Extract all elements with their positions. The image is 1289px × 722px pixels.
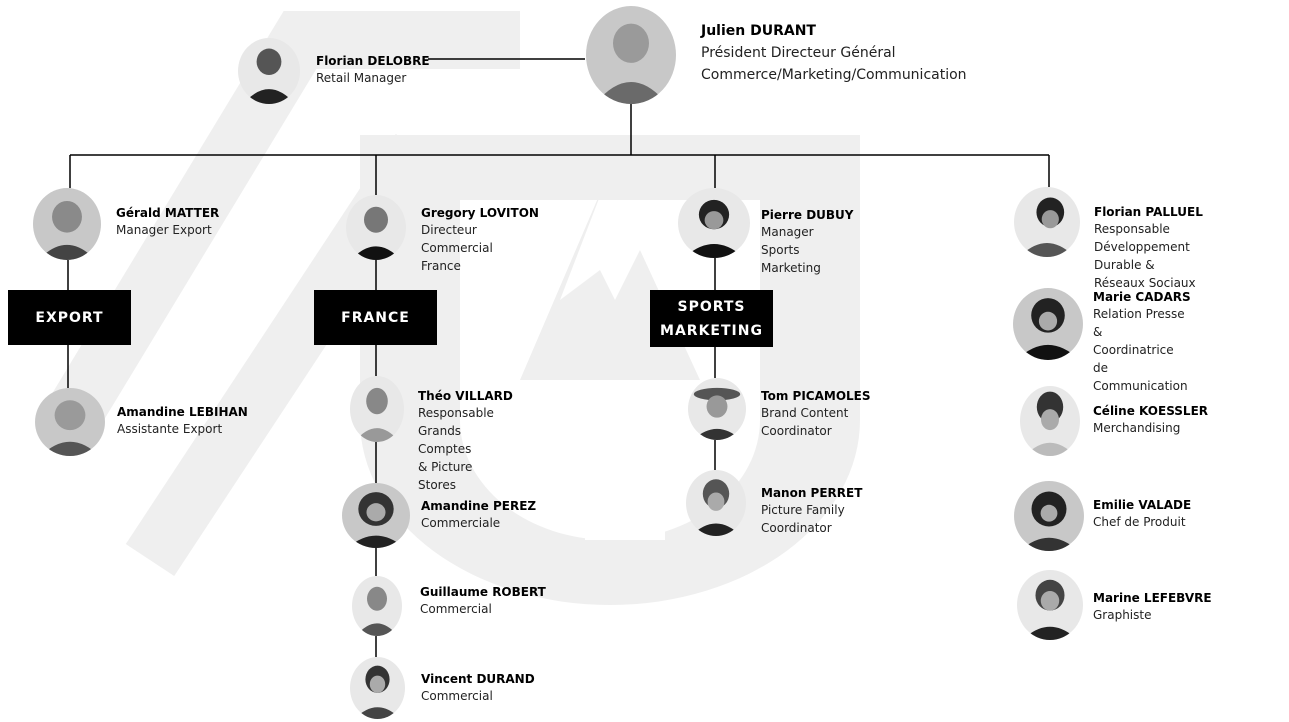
person-role: Merchandising [1093, 421, 1181, 435]
avatar [1013, 288, 1083, 360]
avatar [1017, 570, 1083, 640]
person-role: Manager Sports Marketing [761, 225, 821, 275]
person-role: Assistante Export [117, 422, 223, 436]
person-name: Amandine PEREZ [421, 499, 537, 513]
person-role: Retail Manager [316, 71, 407, 85]
person-name: Manon PERRET [761, 486, 863, 500]
avatar [586, 6, 676, 104]
person-role: Directeur Commercial France [421, 223, 493, 273]
avatar [678, 188, 750, 258]
department-export: EXPORT [8, 290, 131, 345]
avatar [1014, 187, 1080, 257]
avatar [688, 378, 746, 440]
avatar [342, 483, 410, 548]
avatar [1014, 481, 1084, 551]
person-role: Manager Export [116, 223, 212, 237]
person-name: Pierre DUBUY [761, 208, 854, 222]
person-name: Amandine LEBIHAN [117, 405, 248, 419]
avatar [238, 38, 300, 104]
person-role: Président Directeur Général Commerce/Mar… [701, 45, 967, 83]
person-name: Emilie VALADE [1093, 498, 1192, 512]
person-role: Commercial [420, 602, 492, 616]
avatar [1020, 386, 1080, 456]
person-role: Commerciale [421, 516, 501, 530]
person-name: Julien DURANT [701, 23, 816, 39]
department-sports-marketing: SPORTS MARKETING [650, 290, 773, 347]
avatar [350, 657, 405, 719]
person-role: Chef de Produit [1093, 515, 1186, 529]
person-name: Marie CADARS [1093, 290, 1191, 304]
person-role: Graphiste [1093, 608, 1152, 622]
person-role: Responsable Grands Comptes & Picture Sto… [418, 406, 494, 492]
person-name: Guillaume ROBERT [420, 585, 546, 599]
person-name: Gregory LOVITON [421, 206, 539, 220]
person-role: Picture Family Coordinator [761, 503, 845, 535]
person-name: Florian PALLUEL [1094, 205, 1203, 219]
person-name: Vincent DURAND [421, 672, 535, 686]
avatar [346, 195, 406, 260]
person-name: Gérald MATTER [116, 206, 220, 220]
person-role: Brand Content Coordinator [761, 406, 849, 438]
avatar [352, 576, 402, 636]
person-name: Théo VILLARD [418, 389, 513, 403]
person-role: Commercial [421, 689, 493, 703]
person-name: Tom PICAMOLES [761, 389, 871, 403]
person-name: Céline KOESSLER [1093, 404, 1209, 418]
person-role: Responsable Développement Durable & Rése… [1094, 222, 1196, 290]
avatar [33, 188, 101, 260]
avatar [686, 470, 746, 536]
avatar [35, 388, 105, 456]
person-role: Relation Presse & Coordinatrice de Commu… [1093, 307, 1188, 393]
avatar [350, 376, 404, 442]
department-france: FRANCE [314, 290, 437, 345]
person-name: Marine LEFEBVRE [1093, 591, 1212, 605]
person-name: Florian DELOBRE [316, 54, 430, 68]
